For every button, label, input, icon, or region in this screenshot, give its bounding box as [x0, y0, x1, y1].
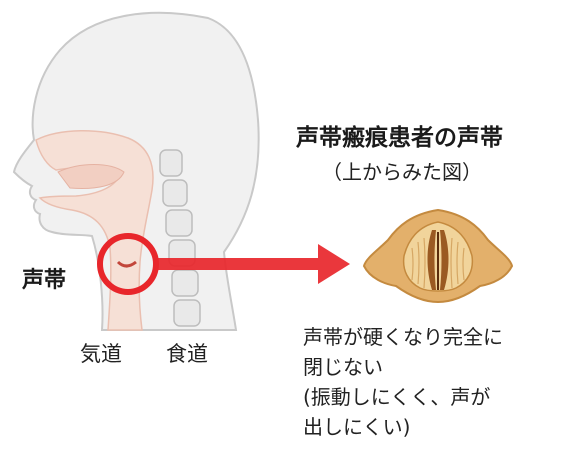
vertebra — [165, 209, 193, 237]
vocal-cords-label: 声帯 — [22, 268, 67, 293]
glottis-gap — [437, 232, 439, 290]
diagram-subtitle: （上からみた図） — [322, 160, 482, 184]
description-line: 閉じない — [303, 355, 383, 379]
vertebra — [171, 269, 199, 297]
vertebra — [159, 149, 183, 177]
vocal-fold-left — [427, 230, 436, 290]
larynx-top-view — [362, 208, 514, 304]
airway-label: 気道 — [80, 342, 122, 366]
esophagus-label: 食道 — [166, 342, 208, 366]
vertebra — [162, 179, 188, 207]
vocal-fold-right — [440, 230, 449, 290]
vocal-cord-mark — [116, 260, 137, 268]
description-line: 出しにくい) — [303, 415, 411, 439]
description: 声帯が硬くなり完全に 閉じない (振動しにくく、声が 出しにくい) — [303, 322, 573, 442]
diagram-title: 声帯瘢痕患者の声帯 — [296, 125, 503, 151]
tongue-shape — [57, 164, 125, 189]
vertebra — [173, 299, 201, 327]
description-line: (振動しにくく、声が — [303, 385, 491, 409]
cervical-spine — [159, 149, 201, 327]
pointer-arrow — [156, 244, 350, 284]
description-line: 声帯が硬くなり完全に — [303, 325, 503, 349]
fold-striations — [411, 237, 465, 289]
